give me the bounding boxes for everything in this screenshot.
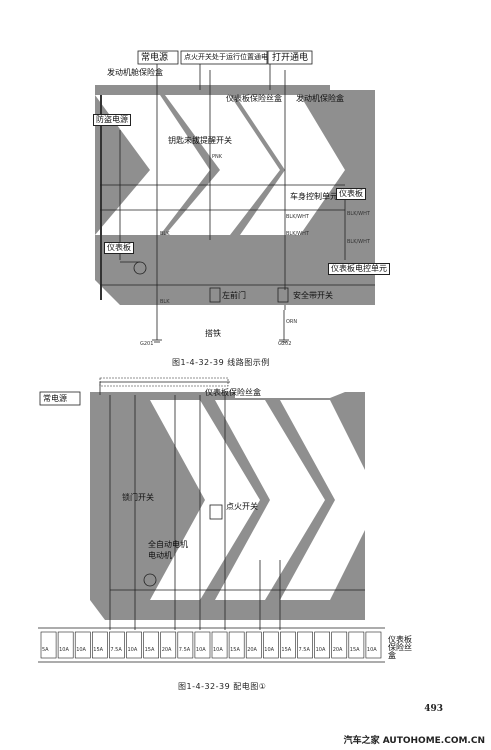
wire-code: BLK bbox=[160, 299, 170, 305]
start-run-label: 点火开关处于运行位置通电 bbox=[184, 53, 268, 61]
wire-code: BLK/WHT bbox=[347, 239, 370, 245]
power-window-label: 全自动电机 bbox=[148, 540, 188, 549]
fuse-slot bbox=[160, 631, 177, 659]
door-lamp-label: 仪表板电控单元 bbox=[328, 263, 390, 275]
fuse-rating: 15A bbox=[93, 647, 104, 653]
motor-label: 电动机 bbox=[148, 551, 172, 560]
fuse-rating: 10A bbox=[366, 647, 377, 653]
fuse-rating: 20A bbox=[247, 647, 257, 653]
fuse-slot bbox=[314, 631, 331, 659]
battery-hot-label-bottom: 常电源 bbox=[43, 394, 67, 403]
figure-caption-top: 图1-4-32-39 线路图示例 bbox=[172, 358, 270, 367]
wire-code: BLK/WHT bbox=[286, 231, 309, 237]
fuse-slot bbox=[143, 631, 160, 659]
fuse-rating: 7.5A bbox=[178, 647, 191, 653]
connector-code: G202 bbox=[278, 341, 292, 347]
fuse-slot bbox=[92, 631, 108, 659]
engine-fuse-box-label: 发动机舱保险盒 bbox=[107, 68, 163, 77]
fuse-slot bbox=[348, 631, 365, 659]
figure-caption-bottom: 图1-4-32-39 配电图① bbox=[178, 682, 267, 691]
fuse-slot bbox=[331, 631, 348, 659]
ignition-lock-label: 钥匙未拔提醒开关 bbox=[168, 136, 232, 145]
fuse-rating: 10A bbox=[127, 647, 138, 653]
fuse-rating: 15A bbox=[144, 647, 155, 653]
seatbelt-switch-label: 安全带开关 bbox=[293, 291, 333, 300]
fuse-slot bbox=[262, 631, 279, 659]
fuse-rating: 10A bbox=[264, 647, 275, 653]
fuse-rating: 10A bbox=[213, 647, 223, 653]
fuse-rating: 10A bbox=[59, 647, 69, 653]
fuse-slot bbox=[365, 631, 382, 659]
ignition-switch-label: 点火开关 bbox=[226, 502, 258, 511]
wire-code: BLK/WHT bbox=[347, 211, 370, 217]
ip-fuse-label-bottom: 仪表板保险丝盒 bbox=[205, 388, 261, 397]
bcm-label: 车身控制单元 bbox=[290, 192, 338, 201]
run-start-label: 打开通电 bbox=[272, 53, 309, 63]
battery-hot-label: 常电源 bbox=[141, 53, 169, 63]
fuse-rating: 10A bbox=[195, 647, 206, 653]
door-switch-label: 左前门 bbox=[222, 291, 246, 300]
fuse-slot bbox=[74, 631, 91, 659]
cluster-label: 仪表板 bbox=[104, 242, 134, 254]
fuse-rating: 15A bbox=[230, 647, 240, 653]
wire-code: ORN bbox=[286, 319, 298, 325]
fuse-slot bbox=[280, 631, 296, 659]
fuse-slot bbox=[40, 631, 57, 659]
fuse-block-label: 仪表板保险丝盒 bbox=[388, 635, 412, 660]
engine-fuse-label: 发动机保险盒 bbox=[296, 94, 344, 103]
fuse-slot bbox=[126, 631, 142, 659]
dash-module-label: 仪表板 bbox=[336, 188, 366, 200]
ip-fuse-box-label: 仪表板保险丝盒 bbox=[226, 94, 282, 103]
ground-label: 搭铁 bbox=[205, 329, 221, 338]
fuse-slot bbox=[245, 631, 262, 659]
anti-theft-label: 防盗电源 bbox=[93, 114, 131, 126]
wire-code: BLK bbox=[160, 231, 170, 237]
fuse-rating: 7.5A bbox=[110, 647, 122, 653]
fuse-slot bbox=[57, 631, 74, 659]
fuse-slot bbox=[194, 631, 211, 659]
wire-code: BLK/WHT bbox=[286, 214, 309, 220]
lock-switch-label: 锁门开关 bbox=[122, 493, 154, 502]
fuse-rating: 15A bbox=[349, 647, 360, 653]
watermark: 汽车之家 AUTOHOME.COM.CN bbox=[343, 736, 485, 746]
fuse-slot bbox=[297, 631, 313, 659]
fuse-rating: 20A bbox=[332, 647, 343, 653]
fuse-rating: 15A bbox=[281, 647, 292, 653]
page-number: 493 bbox=[424, 704, 443, 714]
fuse-rating: 10A bbox=[315, 647, 326, 653]
fuse-slot bbox=[211, 631, 228, 659]
connector-code: G201 bbox=[140, 341, 154, 347]
fuse-rating: 7.5A bbox=[298, 647, 310, 653]
fuse-rating: 10A bbox=[76, 647, 86, 653]
fuse-slot bbox=[109, 631, 125, 659]
fuse-rating: 5A bbox=[42, 647, 49, 653]
fuse-slot bbox=[177, 631, 194, 659]
fuse-rating: 20A bbox=[161, 647, 172, 653]
wire-code: PNK bbox=[212, 154, 223, 160]
fuse-slot bbox=[228, 631, 245, 659]
